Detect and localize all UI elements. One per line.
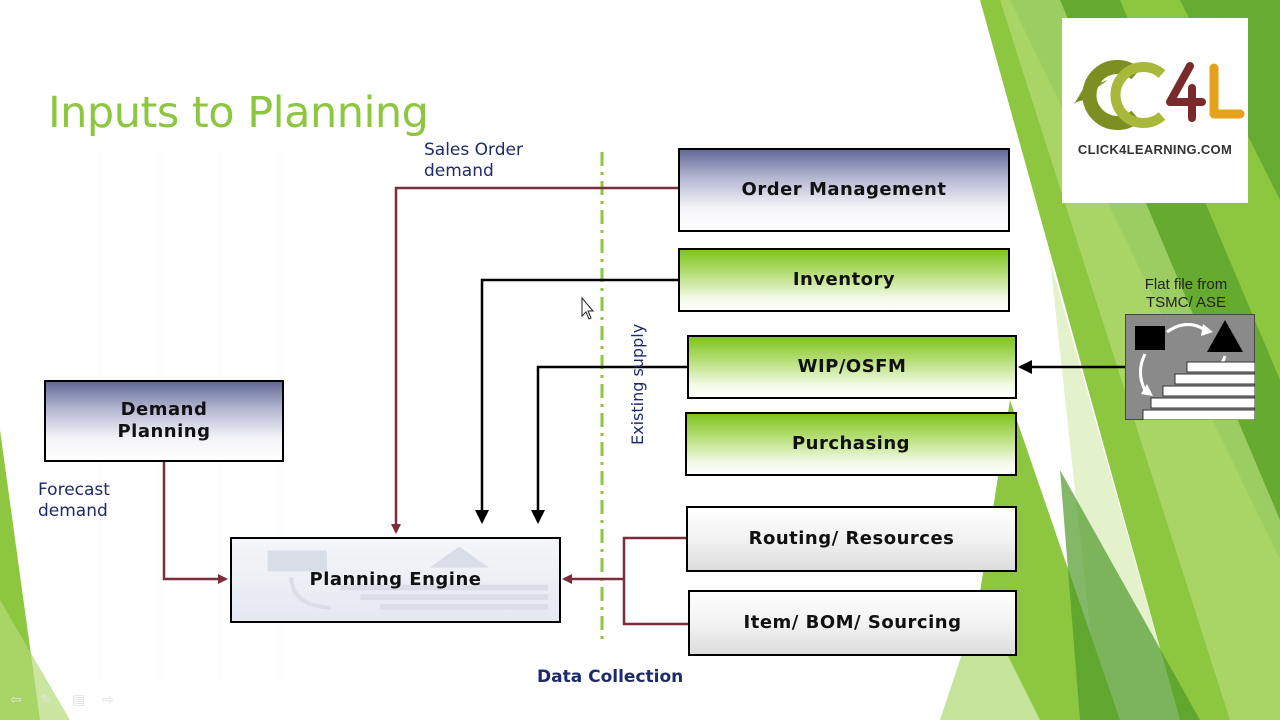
inventory-label: Inventory	[792, 269, 896, 290]
purchasing-label: Purchasing	[791, 433, 911, 454]
purchasing-box: Purchasing	[685, 412, 1017, 476]
data-collection-label: Data Collection	[537, 667, 684, 687]
inventory-connector	[475, 278, 679, 524]
demand-planning-label-line1: Demand	[120, 399, 208, 420]
item-bom-sourcing-box: Item/ BOM/ Sourcing	[688, 590, 1017, 656]
prev-slide-icon[interactable]: ⇦	[10, 692, 22, 708]
wip-connector	[531, 365, 688, 524]
existing-supply-label: Existing supply	[628, 323, 647, 445]
wip-osfm-label: WIP/OSFM	[797, 356, 907, 377]
forecast-line1: Forecast	[38, 480, 110, 500]
wip-osfm-box: WIP/OSFM	[687, 335, 1017, 399]
routing-resources-label: Routing/ Resources	[748, 528, 955, 549]
flat-file-annotation: Flat file from TSMC/ ASE	[1124, 276, 1248, 312]
planning-engine-label: Planning Engine	[309, 569, 482, 590]
click4learning-logo: CLICK4LEARNING.COM	[1062, 18, 1248, 203]
demand-planning-label-line2: Planning	[117, 421, 211, 442]
pen-tool-icon[interactable]: ✎	[40, 692, 52, 708]
logo-site-text: CLICK4LEARNING.COM	[1077, 142, 1233, 157]
planning-engine-box: Planning Engine	[230, 537, 561, 623]
process-flow-icon	[1125, 314, 1255, 420]
order-management-box: Order Management	[678, 148, 1010, 232]
inventory-box: Inventory	[678, 248, 1010, 312]
flat-file-line1: Flat file from	[1144, 276, 1228, 293]
sales-order-connector	[391, 186, 679, 534]
forecast-connector	[162, 460, 228, 584]
sales-order-demand-annotation: Sales Order demand	[424, 140, 523, 182]
sales-order-line1: Sales Order	[424, 140, 523, 160]
item-bom-connector	[622, 579, 690, 626]
flat-file-line2: TSMC/ ASE	[1145, 294, 1227, 311]
next-slide-icon[interactable]: ⇨	[102, 692, 114, 708]
planning-engine-watermark-icon	[267, 546, 549, 610]
order-management-label: Order Management	[741, 179, 947, 200]
demand-planning-box: Demand Planning	[44, 380, 284, 462]
slide-title: Inputs to Planning	[48, 88, 429, 138]
c4l-logo-mark-icon	[1074, 60, 1245, 130]
sales-order-line2: demand	[424, 161, 494, 181]
routing-resources-box: Routing/ Resources	[686, 506, 1017, 572]
mouse-cursor-icon	[581, 296, 595, 320]
routing-connector	[622, 536, 688, 579]
forecast-line2: demand	[38, 501, 108, 521]
slide-menu-icon[interactable]: ▤	[72, 692, 86, 708]
item-bom-sourcing-label: Item/ BOM/ Sourcing	[743, 612, 962, 633]
forecast-demand-annotation: Forecast demand	[38, 480, 110, 522]
